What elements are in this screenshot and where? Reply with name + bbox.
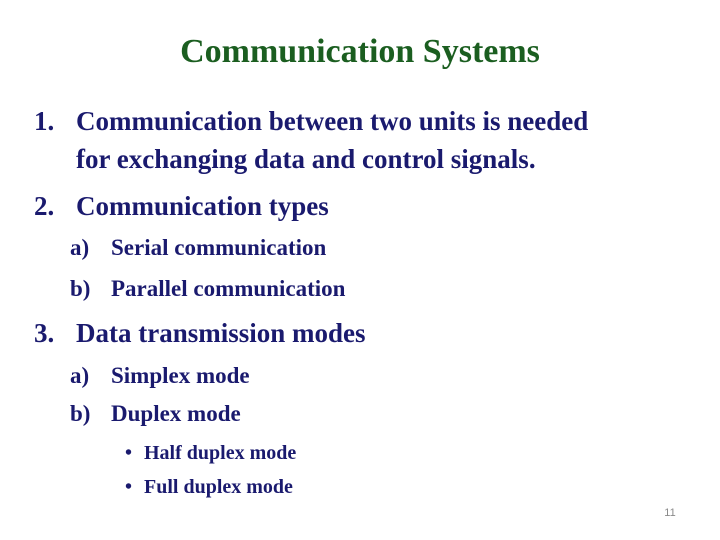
item-3a-marker: a) (70, 363, 90, 388)
item-2b-marker: b) (70, 276, 91, 301)
bullet-icon: • (125, 476, 133, 498)
item-3b-marker: b) (70, 401, 91, 426)
item-1-number: 1. (34, 106, 55, 136)
item-3b-text: Duplex mode (111, 401, 241, 426)
item-3a-text: Simplex mode (111, 363, 250, 388)
item-2a-text: Serial communication (111, 235, 327, 260)
page-number: 11 (664, 507, 676, 519)
item-2-text: Communication types (76, 191, 329, 221)
bullet-half-duplex-text: Half duplex mode (144, 442, 297, 464)
item-2-number: 2. (34, 191, 55, 221)
bullet-full-duplex-text: Full duplex mode (144, 476, 293, 498)
item-2b-text: Parallel communication (111, 276, 346, 301)
bullet-icon: • (125, 442, 133, 464)
item-3-text: Data transmission modes (76, 318, 366, 348)
item-2a-marker: a) (70, 235, 90, 260)
item-1-text-line-2: for exchanging data and control signals. (76, 144, 536, 174)
item-1-text-line-1: Communication between two units is neede… (76, 106, 589, 136)
item-3-number: 3. (34, 318, 55, 348)
slide-title: Communication Systems (180, 33, 540, 70)
